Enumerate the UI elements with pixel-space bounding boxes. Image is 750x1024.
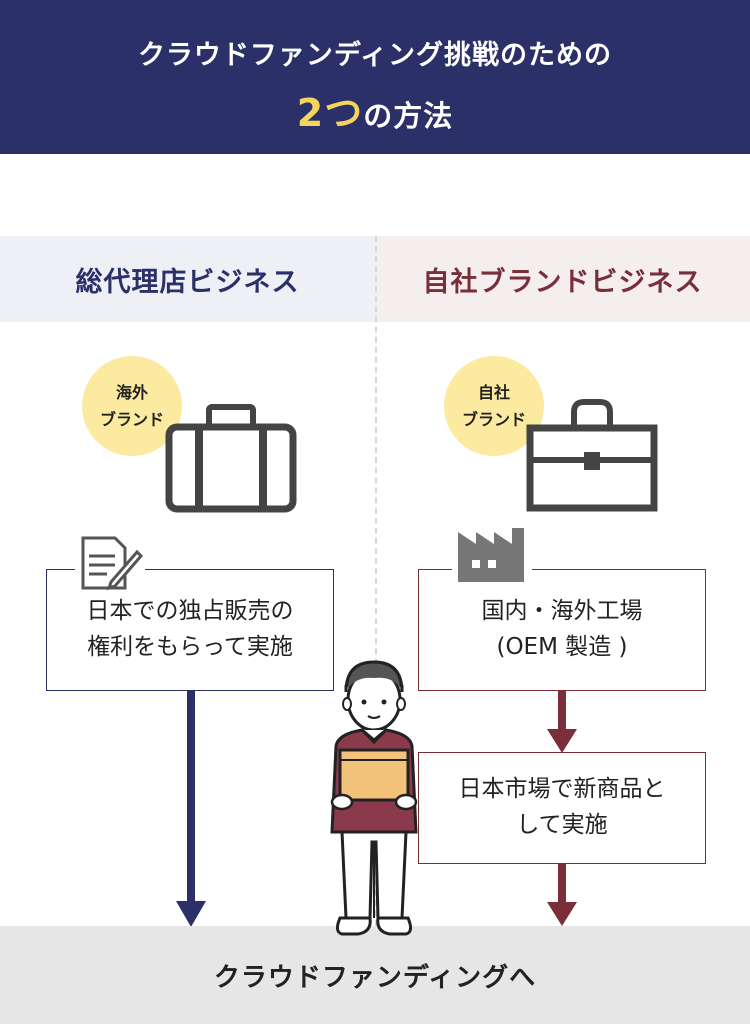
footer-crowdfunding: クラウドファンディングへ	[0, 926, 750, 1024]
suitcase-icon	[165, 404, 297, 513]
badge-overseas-brand: 海外 ブランド	[82, 356, 182, 456]
column-title-distributor: 総代理店ビジネス	[0, 236, 375, 322]
column-title-own-brand: 自社ブランドビジネス	[375, 236, 750, 322]
badge-line: ブランド	[461, 410, 526, 429]
box-text-line: 国内・海外工場	[481, 598, 643, 625]
box-text-line: して実施	[516, 812, 608, 838]
box-text-line: (OEM 製造 )	[496, 634, 628, 660]
header-banner: クラウドファンディング挑戦のための 2つの方法	[0, 0, 750, 154]
box-new-product: 日本市場で新商品と して実施	[418, 752, 706, 864]
arrow-right-down-2	[547, 864, 577, 926]
box-text-line: 日本市場で新商品と	[458, 776, 666, 803]
factory-icon	[452, 522, 532, 586]
header-title-line2: 2つの方法	[0, 82, 750, 137]
badge-line: 海外	[115, 382, 148, 402]
header-title-rest: の方法	[363, 99, 454, 133]
header-accent: 2つ	[296, 91, 364, 135]
person-holding-box-illustration	[330, 660, 418, 936]
box-exclusive-rights: 日本での独占販売の 権利をもらって実施	[46, 569, 334, 691]
document-pen-icon	[75, 532, 145, 592]
badge-line: 自社	[477, 382, 510, 402]
arrow-right-down-1	[547, 691, 577, 753]
column-divider	[375, 236, 377, 926]
box-text-line: 権利をもらって実施	[87, 634, 293, 660]
arrow-left-down	[176, 691, 206, 927]
box-text-line: 日本での独占販売の	[86, 598, 294, 625]
header-title-line1: クラウドファンディング挑戦のための	[137, 40, 613, 71]
badge-own-brand: 自社 ブランド	[444, 356, 544, 456]
badge-line: ブランド	[99, 410, 164, 429]
briefcase-icon	[526, 399, 658, 512]
box-factory-oem: 国内・海外工場 (OEM 製造 )	[418, 569, 706, 691]
